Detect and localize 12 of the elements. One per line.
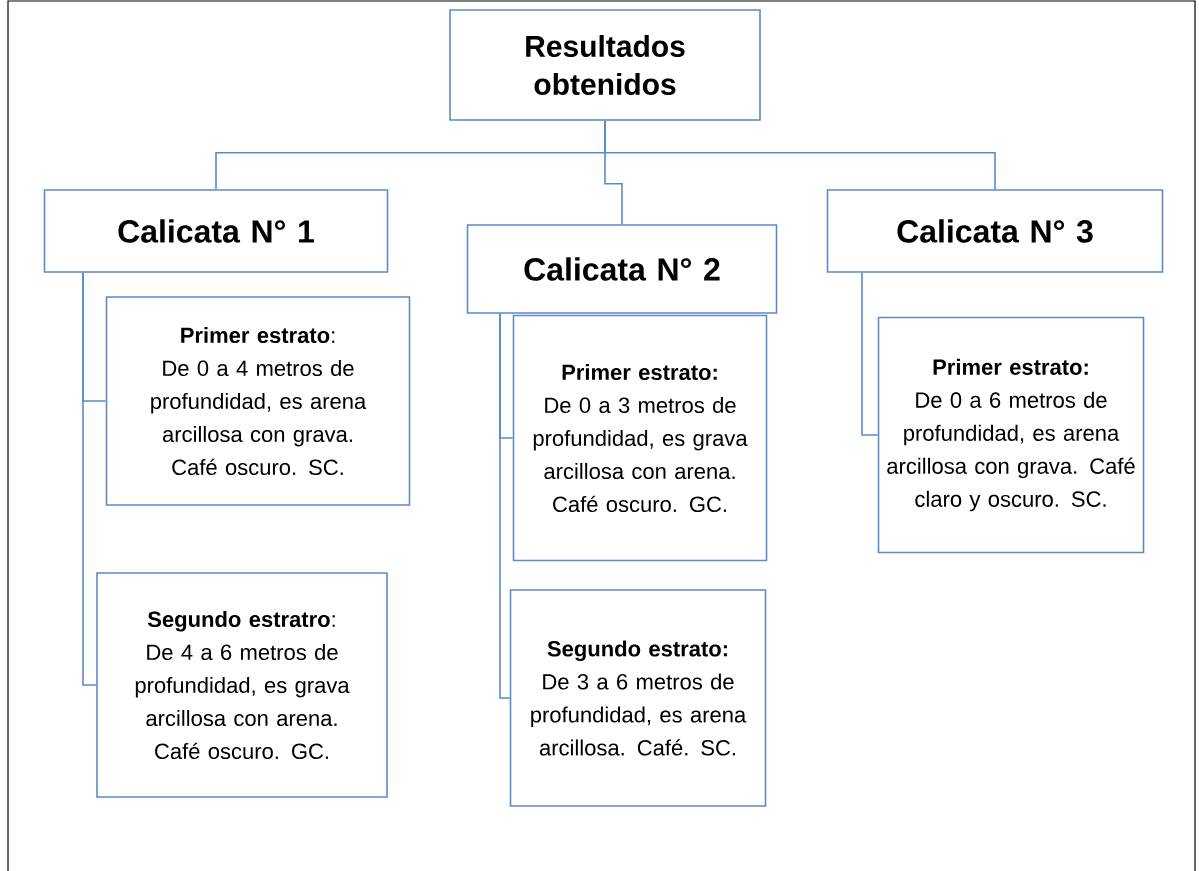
description-box: Primer estrato: De 0 a 4 metros de profundidad, es arena arcillosa con grava. Café oscuro. SC. — [105, 296, 411, 506]
connector-line — [499, 313, 511, 699]
connector-line — [82, 272, 97, 686]
description-box: Segundo estratro: De 4 a 6 metros de profundidad, es grava arcillosa con arena. Café oscuro. GC. — [96, 572, 388, 798]
connector-line — [604, 120, 996, 190]
description-box: Primer estrato: De 0 a 6 metros de profundidad, es arena arcillosa con grava. Café claro y oscuro. SC. — [877, 316, 1145, 554]
category-box: Calicata N° 2 — [466, 224, 778, 314]
category-box: Calicata N° 1 — [43, 189, 389, 273]
heading-box: Resultados obtenidos — [449, 9, 761, 121]
category-box: Calicata N° 3 — [826, 189, 1164, 273]
description-box: Segundo estrato: De 3 a 6 metros de profundidad, es arena arcillosa. Café. SC. — [509, 589, 767, 807]
connector-line — [861, 272, 879, 436]
